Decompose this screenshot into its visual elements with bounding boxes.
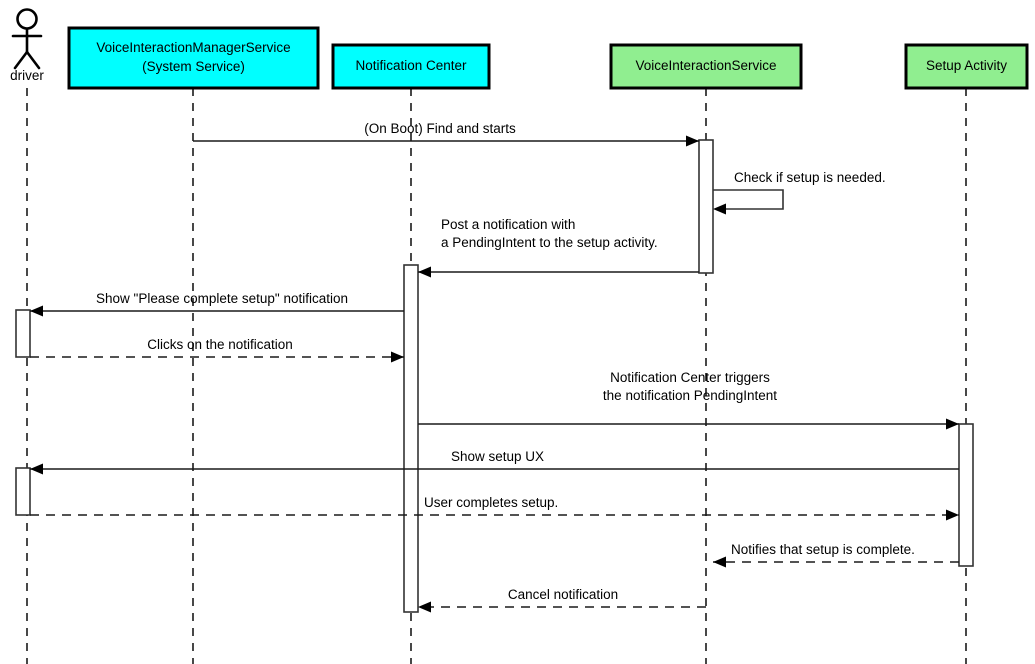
arrowhead xyxy=(713,203,726,215)
arrowhead xyxy=(686,135,699,147)
participants-layer: driver VoiceInteractionManagerService (Sys… xyxy=(10,8,1029,90)
participant-vis[interactable]: VoiceInteractionService xyxy=(609,43,803,90)
arrowhead xyxy=(418,601,431,613)
message-m2[interactable]: Check if setup is needed. xyxy=(713,170,886,215)
message-m5[interactable]: Clicks on the notification xyxy=(30,337,404,363)
message-label-m6: the notification PendingIntent xyxy=(603,388,777,403)
message-m7[interactable]: Show setup UX xyxy=(30,449,959,475)
participant-label-vims: (System Service) xyxy=(142,59,245,74)
message-m4[interactable]: Show "Please complete setup" notificatio… xyxy=(30,291,404,317)
participant-box-vis[interactable] xyxy=(609,43,803,90)
message-m3[interactable]: Post a notification with a PendingIntent … xyxy=(418,217,699,278)
arrowhead xyxy=(418,266,431,278)
participant-notification_center[interactable]: Notification Center xyxy=(331,43,491,90)
activations-layer xyxy=(15,139,974,613)
arrowhead xyxy=(391,351,404,363)
participant-label-vis: VoiceInteractionService xyxy=(635,58,776,73)
message-label-m3: a PendingIntent to the setup activity. xyxy=(441,235,658,250)
arrowhead xyxy=(30,463,43,475)
self-call-path xyxy=(713,189,784,210)
participant-label-vims: VoiceInteractionManagerService xyxy=(96,40,290,55)
actor-leg-right-icon xyxy=(25,50,41,70)
participant-box-notification_center[interactable] xyxy=(331,43,491,90)
message-m10[interactable]: Cancel notification xyxy=(418,587,706,613)
message-label-m8: User completes setup. xyxy=(424,495,558,510)
message-label-m4: Show "Please complete setup" notificatio… xyxy=(96,291,348,306)
message-label-m3: Post a notification with xyxy=(441,217,575,232)
message-m6[interactable]: Notification Center triggers the notifica… xyxy=(418,370,959,430)
participant-vims[interactable]: VoiceInteractionManagerService (System Se… xyxy=(67,26,320,90)
actor-leg-left-icon xyxy=(13,50,29,70)
actor-head-icon xyxy=(16,8,38,30)
participant-box-vims[interactable] xyxy=(67,26,320,90)
arrowhead xyxy=(946,509,959,521)
arrowhead xyxy=(713,556,726,568)
message-label-m1: (On Boot) Find and starts xyxy=(364,121,516,136)
activation-bar-driver xyxy=(15,309,31,358)
participant-label-driver: driver xyxy=(10,68,44,83)
participant-label-setup_activity: Setup Activity xyxy=(926,58,1007,73)
message-label-m2: Check if setup is needed. xyxy=(734,170,886,185)
message-label-m6: Notification Center triggers xyxy=(610,370,770,385)
activation-bar-notification_center xyxy=(403,264,419,613)
participant-setup_activity[interactable]: Setup Activity xyxy=(904,43,1029,90)
message-m8[interactable]: User completes setup. xyxy=(30,495,959,521)
message-label-m10: Cancel notification xyxy=(508,587,618,602)
activation-bar-driver xyxy=(15,467,31,516)
message-label-m7: Show setup UX xyxy=(451,449,544,464)
message-label-m5: Clicks on the notification xyxy=(147,337,293,352)
message-m1[interactable]: (On Boot) Find and starts xyxy=(193,121,699,147)
activation-bar-setup_activity xyxy=(958,423,974,567)
participant-box-setup_activity[interactable] xyxy=(904,43,1029,90)
activation-bar-vis xyxy=(698,139,714,274)
arrowhead xyxy=(946,418,959,430)
message-label-m9: Notifies that setup is complete. xyxy=(731,542,915,557)
participant-driver[interactable]: driver xyxy=(10,8,44,84)
arrowhead xyxy=(30,305,43,317)
message-m9[interactable]: Notifies that setup is complete. xyxy=(713,542,959,568)
participant-label-notification_center: Notification Center xyxy=(355,58,467,73)
